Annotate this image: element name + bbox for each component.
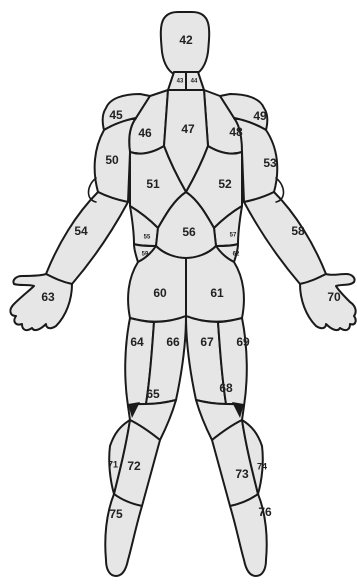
label-60: 60 — [153, 286, 167, 300]
label-66: 66 — [166, 335, 180, 349]
label-48: 48 — [229, 125, 243, 139]
label-56: 56 — [182, 225, 196, 239]
label-45: 45 — [109, 108, 123, 122]
label-70: 70 — [327, 290, 341, 304]
label-68: 68 — [219, 381, 233, 395]
label-58: 58 — [291, 224, 305, 238]
label-43: 43 — [177, 79, 184, 85]
label-73: 73 — [235, 467, 249, 481]
label-42: 42 — [179, 33, 193, 47]
label-55: 55 — [144, 235, 151, 241]
label-53: 53 — [263, 156, 277, 170]
label-50: 50 — [105, 153, 119, 167]
label-52: 52 — [218, 177, 232, 191]
label-75: 75 — [109, 507, 123, 521]
label-76: 76 — [258, 505, 272, 519]
label-51: 51 — [146, 177, 160, 191]
label-47: 47 — [181, 122, 195, 136]
label-74: 74 — [257, 461, 267, 471]
label-61: 61 — [210, 286, 224, 300]
label-64: 64 — [130, 335, 144, 349]
label-63: 63 — [41, 290, 55, 304]
label-57: 57 — [230, 233, 237, 239]
label-44: 44 — [191, 79, 198, 85]
label-49: 49 — [253, 109, 267, 123]
label-69: 69 — [236, 335, 250, 349]
label-65: 65 — [146, 387, 160, 401]
region-58-forearm-right[interactable] — [244, 192, 326, 284]
label-59: 59 — [142, 252, 149, 258]
label-54: 54 — [74, 224, 88, 238]
label-71: 71 — [108, 459, 118, 469]
label-72: 72 — [127, 459, 141, 473]
label-62: 62 — [233, 252, 240, 258]
body-silhouette — [10, 12, 355, 576]
label-67: 67 — [200, 335, 214, 349]
label-46: 46 — [138, 126, 152, 140]
